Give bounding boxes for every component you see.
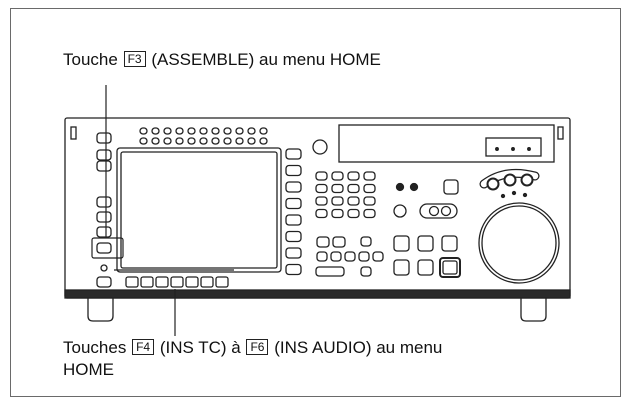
left-foot xyxy=(87,298,114,322)
screen-side-buttons xyxy=(285,148,302,276)
bottom-callout-middle: (INS TC) à xyxy=(159,338,241,357)
top-callout-prefix: Touche xyxy=(63,50,118,69)
f4-key-glyph: F4 xyxy=(132,339,155,355)
right-foot xyxy=(520,298,547,322)
left-button-column xyxy=(96,132,112,254)
f3-highlight-box xyxy=(91,237,124,259)
bottom-callout-label: Touches F4 (INS TC) à F6 (INS AUDIO) au … xyxy=(63,337,442,359)
top-button-row xyxy=(139,127,268,145)
right-slot xyxy=(557,126,564,140)
bottom-callout-line2: HOME xyxy=(63,360,114,379)
function-key-row xyxy=(125,276,229,288)
top-callout-label: Touche F3 (ASSEMBLE) au menu HOME xyxy=(63,49,381,71)
timecode-window xyxy=(338,124,555,163)
timecode-readout xyxy=(485,137,542,157)
jog-dial-outer xyxy=(478,202,560,284)
top-callout-suffix: (ASSEMBLE) au menu HOME xyxy=(151,50,381,69)
bottom-callout-suffix: (INS AUDIO) au menu xyxy=(274,338,443,357)
bottom-callout-prefix: Touches xyxy=(63,338,127,357)
top-knob xyxy=(312,139,328,155)
display-screen-inner xyxy=(120,151,278,269)
chassis-base xyxy=(64,289,571,299)
f6-key-glyph: F6 xyxy=(246,339,269,355)
display-screen-outer xyxy=(116,147,282,273)
jog-mode-switch xyxy=(419,203,458,219)
f3-key-glyph: F3 xyxy=(123,51,146,67)
numeric-keypad xyxy=(315,171,376,219)
jog-dial-inner xyxy=(481,205,557,281)
left-slot xyxy=(70,126,77,140)
